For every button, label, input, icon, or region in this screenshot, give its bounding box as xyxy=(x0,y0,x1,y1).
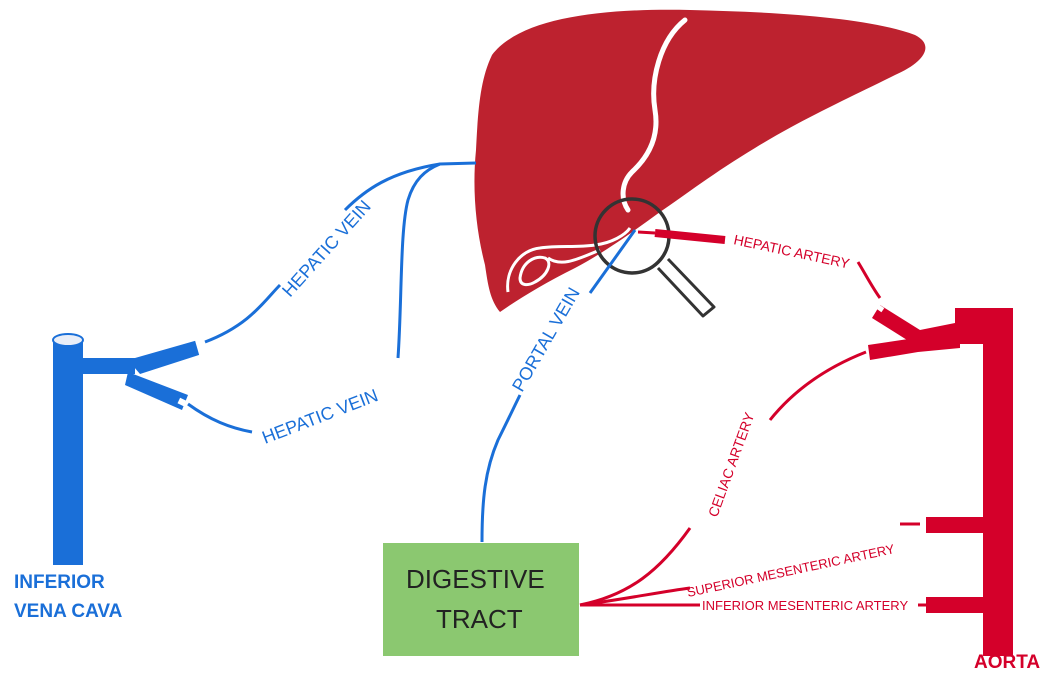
hepatic-artery-line xyxy=(638,232,655,233)
inferior-mesenteric-label: INFERIOR MESENTERIC ARTERY xyxy=(702,598,908,613)
portal-vein-line xyxy=(482,395,520,542)
liver xyxy=(474,10,925,312)
liver-shape xyxy=(474,10,925,312)
celiac-artery-label: CELIAC ARTERY xyxy=(705,410,758,519)
hepatic-artery-thick xyxy=(655,233,725,240)
hepatic-artery-label: HEPATIC ARTERY xyxy=(732,231,851,271)
hepatic-vein-lower-line xyxy=(188,404,252,432)
hepatic-vein-upper-line xyxy=(205,285,280,342)
hepatic-artery-line-2 xyxy=(858,262,880,298)
digestive-label-line1: DIGESTIVE xyxy=(406,564,545,594)
superior-mesenteric-label: SUPERIOR MESENTERIC ARTERY xyxy=(686,541,897,600)
celiac-artery-line-2 xyxy=(580,528,690,605)
aorta-title: AORTA xyxy=(974,652,1040,673)
portal-vein-label: PORTAL VEIN xyxy=(508,284,584,395)
ivc-title-line2: VENA CAVA xyxy=(14,601,123,622)
digestive-label-line2: TRACT xyxy=(436,604,523,634)
celiac-artery-line xyxy=(770,352,866,420)
ivc-title-line1: INFERIOR xyxy=(14,572,105,593)
hepatic-vein-lower-label: HEPATIC VEIN xyxy=(259,385,380,448)
hepatic-vein-lower-line-2 xyxy=(398,163,476,358)
superior-mesenteric-line xyxy=(580,588,690,605)
hepatic-vein-upper-label: HEPATIC VEIN xyxy=(278,196,375,300)
inferior-vena-cava xyxy=(53,334,205,565)
digestive-tract-box: DIGESTIVE TRACT xyxy=(383,543,579,656)
